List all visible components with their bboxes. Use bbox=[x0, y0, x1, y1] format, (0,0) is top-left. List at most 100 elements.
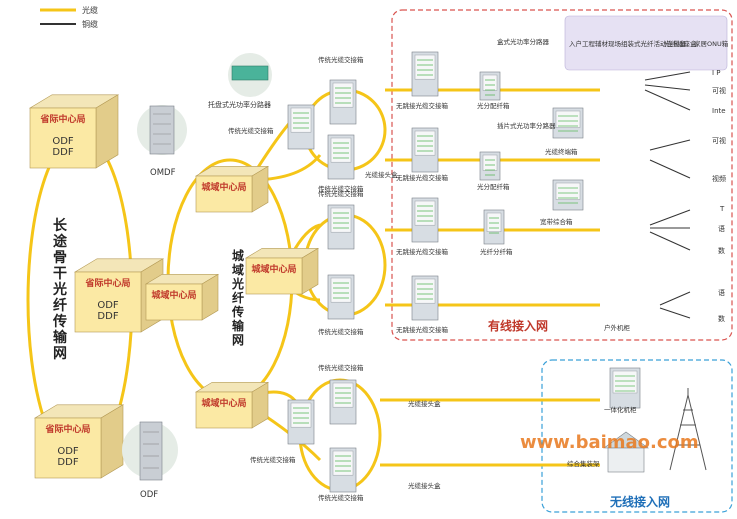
legend: 光缆 铜缆 bbox=[40, 5, 98, 29]
trad-box-5 bbox=[287, 399, 315, 445]
metro-label-char: 域 bbox=[232, 262, 244, 277]
service-data-1: 数 bbox=[718, 246, 725, 255]
service-video-3: 视频 bbox=[712, 174, 726, 183]
joint-box-label-3: 光缆接头盒 bbox=[408, 481, 441, 490]
metro-label-char: 城 bbox=[232, 248, 244, 263]
city-office-4-label: 城域中心局 bbox=[201, 397, 246, 409]
indoor-item-4: 家居ONU箱 bbox=[694, 39, 729, 48]
office-middle-ddf: DDF bbox=[97, 311, 118, 322]
service-voice-2: 语 bbox=[718, 288, 725, 297]
backbone-label-char: 输 bbox=[53, 329, 68, 346]
wireless-region bbox=[541, 359, 733, 513]
city-office-3-label: 城域中心局 bbox=[251, 263, 296, 275]
indoor-item-1: 入户工程辅材 bbox=[569, 39, 609, 48]
trad-box-label-8: 传统光缆交接箱 bbox=[318, 493, 364, 502]
service-video-1: 可视 bbox=[712, 86, 726, 95]
outdoor-cab-label: 户外机柜 bbox=[604, 323, 631, 332]
no-jump-label-3: 无跳接光缆交接箱 bbox=[396, 247, 449, 256]
backbone-label-char: 光 bbox=[52, 281, 67, 298]
odf-rack: ODF bbox=[122, 421, 178, 500]
office-boxes: 省际中心局ODFDDF省际中心局ODFDDF省际中心局ODFDDF城域中心局城域… bbox=[28, 94, 320, 479]
city-office-4: 城域中心局 bbox=[194, 381, 270, 429]
metro-label-char: 光 bbox=[231, 276, 244, 291]
backbone-label-char: 长 bbox=[53, 217, 68, 234]
tray-splitter-label: 托盘式光功率分路器 bbox=[208, 100, 271, 109]
backbone-label-char: 途 bbox=[53, 233, 68, 250]
splitter-box-2 bbox=[479, 151, 501, 181]
no-jump-label-2: 无跳接光缆交接箱 bbox=[396, 173, 449, 182]
terminal-labels: I P 可视 Inte 可视 视频 T 语 数 语 数 bbox=[712, 69, 726, 323]
no-jump-label-1: 无跳接光缆交接箱 bbox=[396, 101, 449, 110]
omdf-rack: OMDF bbox=[137, 105, 187, 178]
house-icon bbox=[603, 431, 649, 473]
integrated-cab bbox=[609, 367, 641, 409]
copper-links bbox=[644, 71, 691, 319]
terminal-box-label: 光缆终端箱 bbox=[545, 147, 578, 156]
trad-box-label-2: 传统光缆交接箱 bbox=[318, 55, 364, 64]
service-ip: I P bbox=[712, 69, 721, 77]
backbone-label-char: 传 bbox=[52, 313, 67, 330]
wireless-tower-icon bbox=[669, 388, 707, 471]
trad-box-4 bbox=[327, 274, 355, 320]
wired-region bbox=[391, 9, 733, 341]
broadband-box bbox=[552, 179, 584, 211]
splitter-box-label-1: 光分配纤箱 bbox=[477, 101, 510, 110]
legend-copper-label: 铜缆 bbox=[82, 19, 98, 29]
office-middle-label: 省际中心局 bbox=[84, 277, 130, 289]
metro-label-char: 纤 bbox=[232, 290, 244, 305]
fiber-split-box bbox=[483, 209, 505, 245]
trad-box-7 bbox=[329, 447, 357, 493]
service-tv: T bbox=[719, 205, 725, 213]
trad-box-8 bbox=[329, 79, 357, 125]
trad-box-2 bbox=[327, 134, 355, 180]
backbone-label-char: 骨 bbox=[53, 249, 67, 266]
no-jump-2 bbox=[411, 127, 439, 173]
office-bottom-odf: ODF bbox=[57, 446, 79, 457]
backbone-label-char: 纤 bbox=[53, 297, 67, 314]
box-splitter-label: 盒式光功率分路器 bbox=[497, 37, 550, 46]
splitter-box-1 bbox=[479, 71, 501, 101]
splitter-box-label-2: 光分配纤箱 bbox=[477, 182, 510, 191]
backbone-label-char: 干 bbox=[53, 266, 67, 282]
office-bottom-ddf: DDF bbox=[57, 457, 78, 468]
indoor-item-2: 现场组装式光纤活动连接器 bbox=[608, 39, 687, 48]
legend-fiber-label: 光缆 bbox=[82, 5, 98, 15]
no-jump-label-4: 无跳接光缆交接箱 bbox=[396, 325, 449, 334]
trad-box-label-1: 传统光缆交接箱 bbox=[228, 126, 274, 135]
city-office-1-label: 城域中心局 bbox=[201, 181, 246, 193]
trad-box-3 bbox=[327, 204, 355, 250]
indoor-legend-panel: 入户工程辅材 现场组装式光纤活动连接器 光纤插座盒 家居ONU箱 bbox=[564, 15, 729, 71]
office-top-label: 省际中心局 bbox=[39, 113, 85, 125]
office-bottom-label: 省际中心局 bbox=[44, 423, 90, 435]
city-office-2-label: 城域中心局 bbox=[151, 289, 196, 301]
city-office-1: 城域中心局 bbox=[194, 165, 270, 213]
joint-box-label-1: 光缆接头盒 bbox=[365, 170, 398, 179]
broadband-box-label: 宽带综合箱 bbox=[540, 217, 573, 226]
metro-label-char: 输 bbox=[232, 318, 245, 333]
city-office-3: 城域中心局 bbox=[244, 247, 320, 295]
no-jump-1 bbox=[411, 51, 439, 97]
office-middle-odf: ODF bbox=[97, 300, 119, 311]
trad-box-label-5: 传统光缆交接箱 bbox=[318, 327, 364, 336]
service-voice-1: 语 bbox=[718, 224, 725, 233]
integrated-cab-label: 一体化机柜 bbox=[604, 405, 637, 414]
trad-box-label-7: 传统光缆交接箱 bbox=[250, 455, 296, 464]
office-top-ddf: DDF bbox=[52, 147, 73, 158]
no-jump-3 bbox=[411, 197, 439, 243]
backbone-label-char: 网 bbox=[53, 346, 67, 362]
no-jump-4 bbox=[411, 275, 439, 321]
terminal-box bbox=[552, 107, 584, 139]
trad-box-label-6: 传统光缆交接箱 bbox=[318, 363, 364, 372]
watermark: www.baimao.com bbox=[520, 432, 699, 453]
metro-label-char: 网 bbox=[232, 333, 244, 347]
omdf-label: OMDF bbox=[150, 168, 176, 178]
service-data-2: 数 bbox=[718, 314, 725, 323]
tray-splitter: 托盘式光功率分路器 bbox=[208, 53, 272, 109]
wireless-title: 无线接入网 bbox=[609, 494, 670, 509]
metro-label-char: 传 bbox=[231, 304, 244, 319]
